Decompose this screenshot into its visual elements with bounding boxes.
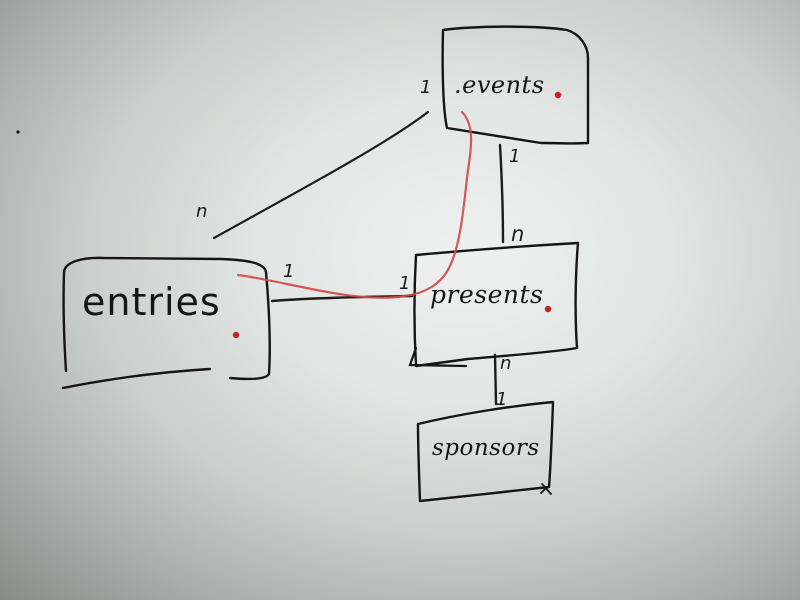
cardinality-presents-to-sponsors: n xyxy=(500,353,512,374)
entity-label-presents: presents xyxy=(430,280,544,309)
line-events-entries xyxy=(212,110,430,240)
entity-label-entries: entries xyxy=(82,280,221,324)
cardinality-events-to-presents: 1 xyxy=(509,146,521,167)
entries-box-top xyxy=(62,256,272,381)
cardinality-sponsors-from-presents: 1 xyxy=(496,389,508,410)
entity-label-sponsors: sponsors xyxy=(432,435,540,461)
events-box xyxy=(441,25,590,145)
line-presents-sponsors xyxy=(493,353,498,406)
entries-red-dot xyxy=(232,331,240,339)
entity-label-events: .events xyxy=(454,71,545,99)
sponsors-box xyxy=(416,400,555,503)
presents-box-corner xyxy=(408,346,468,368)
presents-box xyxy=(413,241,580,368)
sponsors-box-tick xyxy=(540,483,552,495)
red-connector-curve xyxy=(236,110,473,299)
events-red-dot xyxy=(554,91,562,99)
entries-box-bottom xyxy=(61,367,212,390)
cardinality-presents-from-entries: 1 xyxy=(399,273,411,294)
entries-box-left xyxy=(62,270,68,373)
cardinality-events-to-entries: 1 xyxy=(420,77,432,98)
presents-red-dot xyxy=(544,305,552,313)
cardinality-entries-from-events: n xyxy=(196,201,208,222)
line-events-presents xyxy=(498,143,505,244)
cardinality-presents-from-events: n xyxy=(511,222,525,246)
cardinality-entries-to-presents: 1 xyxy=(283,261,295,282)
stray-mark xyxy=(16,130,20,134)
